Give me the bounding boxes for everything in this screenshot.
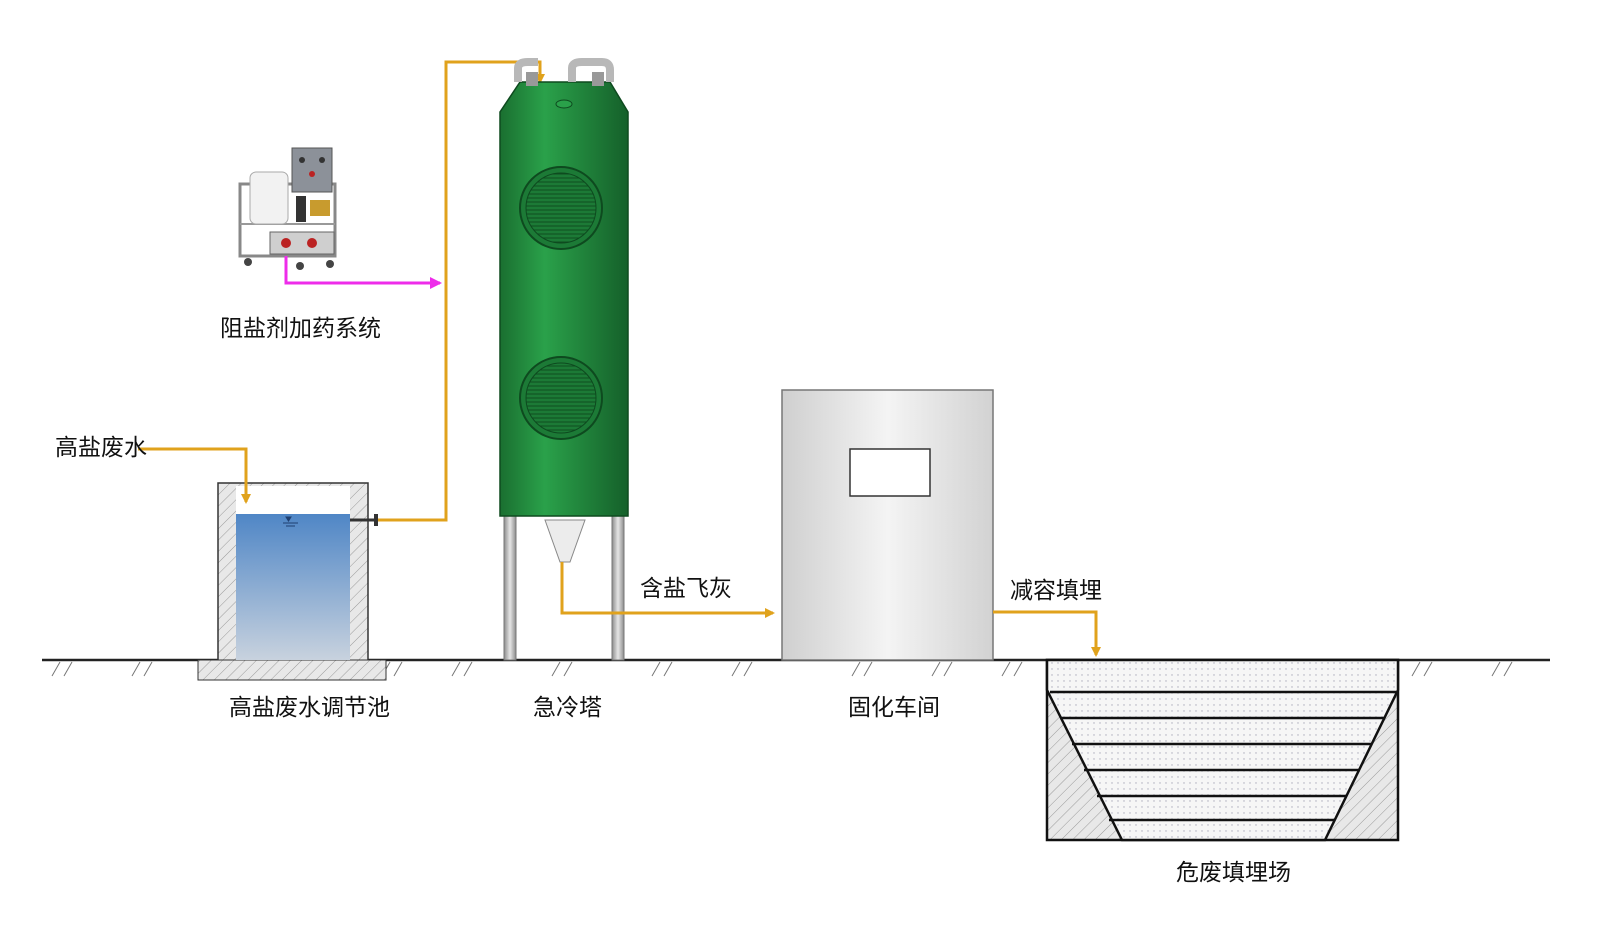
solidification-workshop bbox=[781, 389, 994, 661]
flow-line-wastewater bbox=[138, 447, 251, 504]
dosing-skid-icon bbox=[238, 147, 337, 270]
flow-line-landfill bbox=[993, 610, 1101, 657]
label-wastewater-in: 高盐废水 bbox=[55, 435, 147, 461]
label-regulating-tank: 高盐废水调节池 bbox=[229, 695, 390, 721]
flow-line-tank-to-tower bbox=[378, 60, 545, 522]
quench-tower bbox=[499, 58, 629, 661]
label-hazardous-landfill: 危废填埋场 bbox=[1176, 860, 1291, 886]
label-solidification-workshop: 固化车间 bbox=[848, 695, 940, 721]
water-level-icon bbox=[283, 516, 298, 527]
manway-icon bbox=[519, 356, 603, 440]
regulating-tank bbox=[197, 482, 387, 681]
manway-icon bbox=[519, 166, 603, 250]
flow-line-fly-ash bbox=[560, 562, 775, 618]
hazardous-landfill bbox=[1045, 658, 1400, 842]
label-volume-reduction-landfill: 减容填埋 bbox=[1010, 578, 1102, 604]
label-quench-tower: 急冷塔 bbox=[533, 695, 602, 721]
dosing-line bbox=[284, 256, 442, 289]
label-salty-fly-ash: 含盐飞灰 bbox=[640, 576, 732, 602]
label-dosing-system: 阻盐剂加药系统 bbox=[220, 316, 381, 342]
